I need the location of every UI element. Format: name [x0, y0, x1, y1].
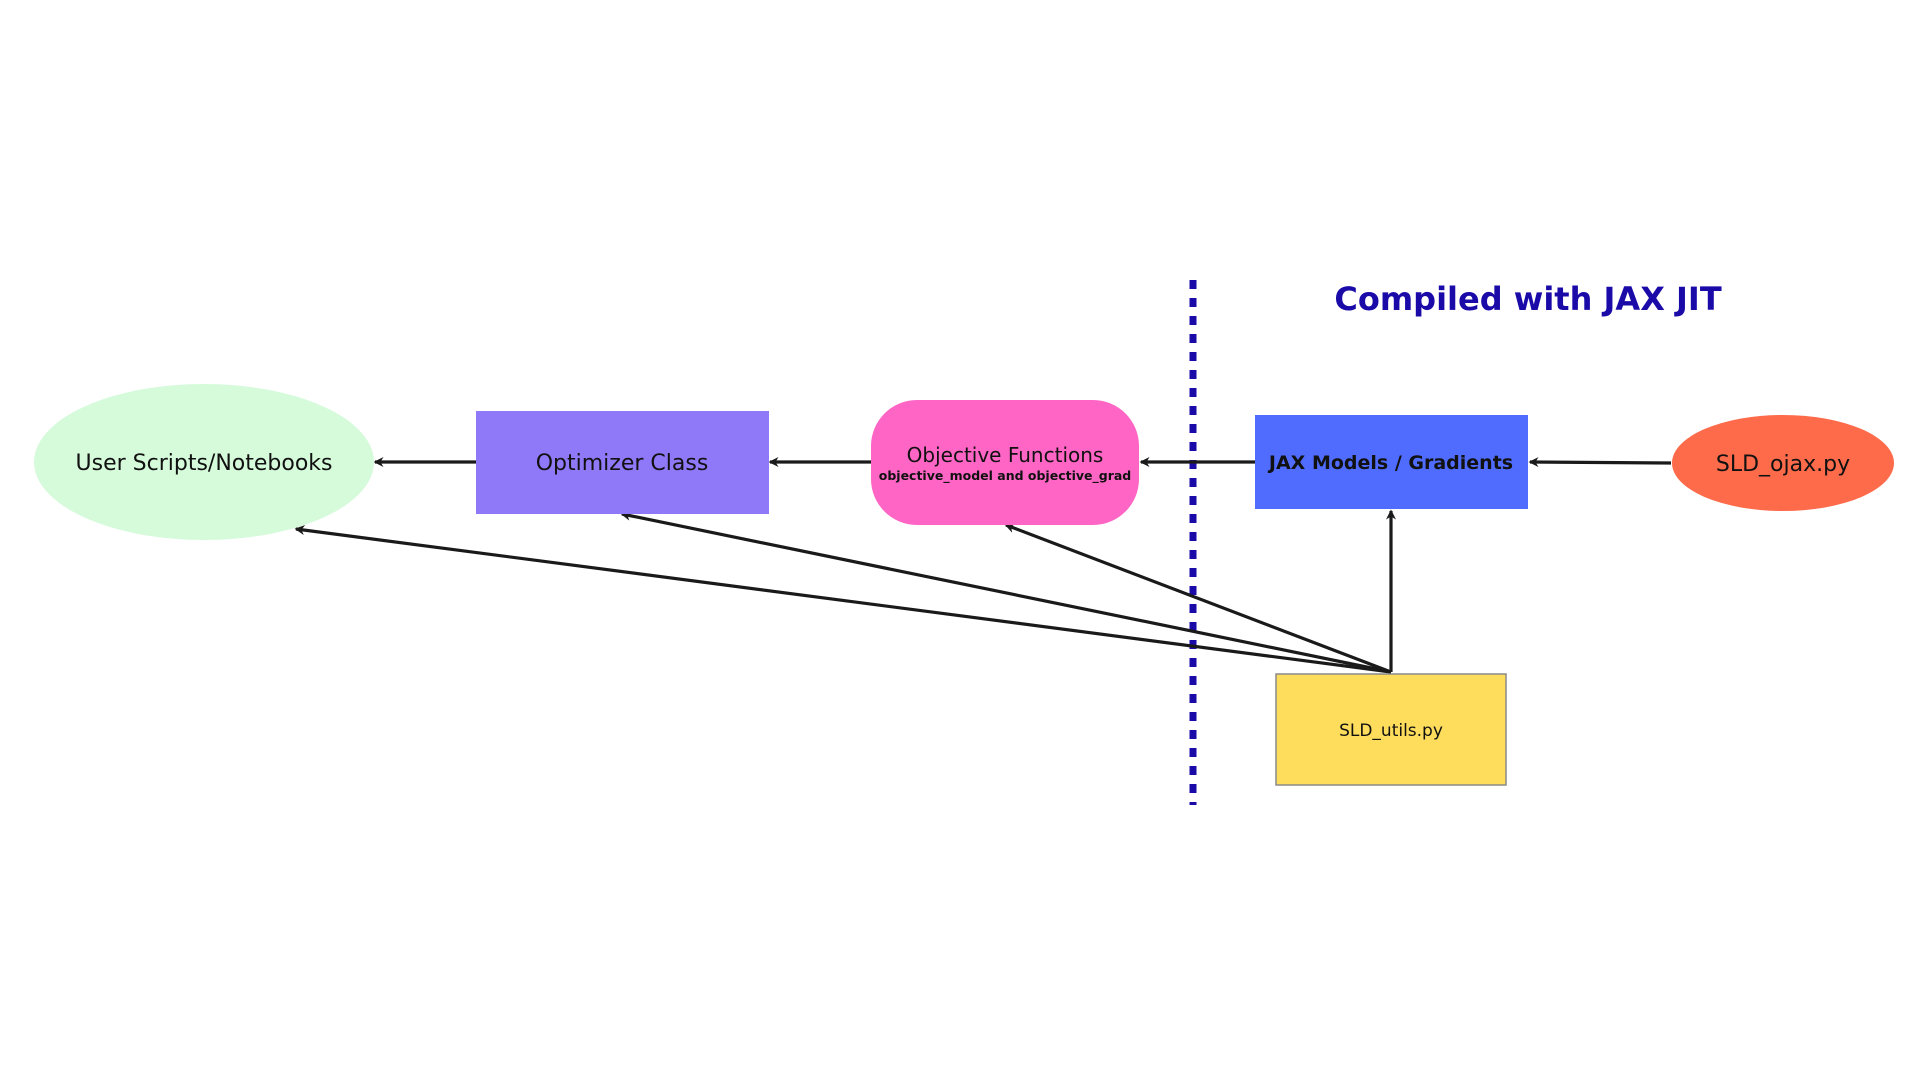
node-sld-utils[interactable]: SLD_utils.py	[1275, 673, 1507, 786]
edges-group	[294, 457, 1672, 674]
node-sld-ojax-label: SLD_ojax.py	[1716, 452, 1850, 477]
node-objective-sublabel: objective_model and objective_grad	[879, 468, 1132, 484]
node-user-scripts-shape	[34, 384, 374, 540]
node-optimizer-label: Optimizer Class	[536, 451, 709, 476]
edge-sld-utils-to-user-scripts	[294, 525, 1392, 674]
node-user-scripts-label: User Scripts/Notebooks	[76, 451, 333, 476]
edge-sld-utils-to-objective	[1004, 523, 1392, 674]
edge-sld-utils-to-optimizer	[620, 510, 1392, 674]
node-optimizer[interactable]: Optimizer Class	[476, 411, 769, 514]
node-sld-ojax[interactable]: SLD_ojax.py	[1672, 415, 1894, 511]
node-sld-utils-shape	[1275, 673, 1507, 786]
edge-sld-ojax-to-jax-models	[1528, 457, 1672, 468]
node-jax-models-shape	[1255, 415, 1528, 509]
node-user-scripts[interactable]: User Scripts/Notebooks	[34, 384, 374, 540]
node-objective-label: Objective Functions	[907, 443, 1104, 467]
node-sld-utils-label: SLD_utils.py	[1339, 721, 1443, 741]
node-objective[interactable]: Objective Functions objective_model and …	[871, 400, 1139, 525]
node-jax-models[interactable]: JAX Models / Gradients	[1255, 415, 1528, 509]
node-objective-shape	[871, 400, 1139, 525]
node-sld-ojax-shape	[1672, 415, 1894, 511]
node-jax-models-label: JAX Models / Gradients	[1267, 452, 1513, 474]
region-label: Compiled with JAX JIT	[1334, 280, 1721, 318]
node-optimizer-shape	[476, 411, 769, 514]
